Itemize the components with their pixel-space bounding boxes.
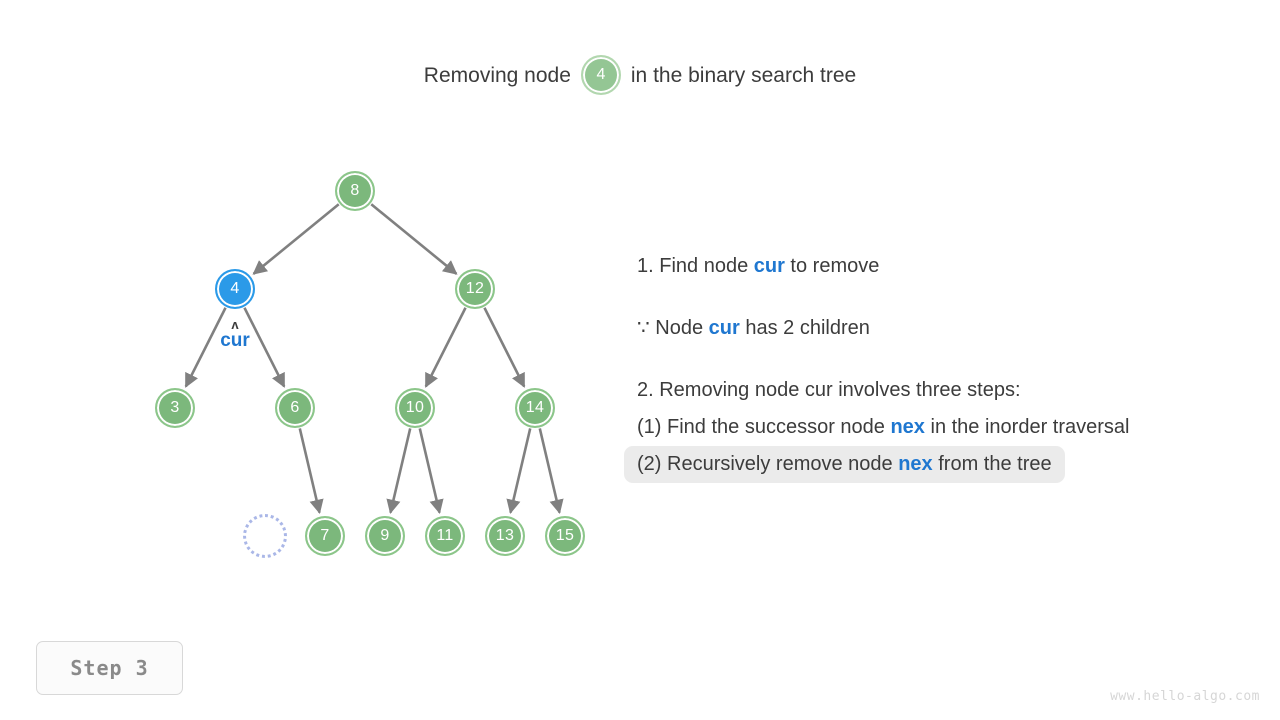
tree-edge-n12-n14 [483,307,526,388]
tree-node-3: 3 [155,388,195,428]
tree-edge-n8-n4 [252,203,340,275]
cur-caret-icon: ʌ [231,317,239,332]
tree-edges [184,203,564,515]
keyword-cur: cur [708,317,740,339]
explanation-line-3: 2. Removing node cur involves three step… [624,372,1034,409]
tree-node-9: 9 [365,516,405,556]
tree-node-13: 13 [485,516,525,556]
text-segment: (2) Recursively remove node [637,453,899,475]
page-title: Removing node 4 in the binary search tre… [0,55,1280,95]
tree-edge-n4-n3 [184,307,227,388]
tree-node-empty-placeholder [243,514,287,558]
watermark: www.hello-algo.com [1110,689,1260,704]
keyword-nex: nex [898,453,933,475]
text-segment: has 2 children [739,317,870,339]
tree-node-7: 7 [305,516,345,556]
explanation-panel: 1. Find node cur to remove ∵ Node cur has… [624,248,1257,483]
tree-edge-n10-n11 [418,428,444,515]
tree-edge-n6-n7 [298,428,324,515]
keyword-cur: cur [753,255,785,277]
keyword-nex: nex [890,416,925,438]
text-segment: 1. Find node [637,255,754,277]
tree-edge-n8-n12 [370,203,458,275]
tree-node-11: 11 [425,516,465,556]
tree-edge-n10-n9 [386,428,412,515]
tree-node-4: 4 [215,269,255,309]
tree-node-15: 15 [545,516,585,556]
tree-edge-n14-n13 [506,428,532,515]
tree-node-8: 8 [335,171,375,211]
tree-node-10: 10 [395,388,435,428]
explanation-line-5: (2) Recursively remove node nex from the… [624,446,1065,483]
text-segment: in the inorder traversal [924,416,1130,438]
tree-edge-n12-n10 [424,307,467,388]
title-suffix: in the binary search tree [630,63,857,87]
explanation-line-1: 1. Find node cur to remove [624,248,892,285]
tree-node-12: 12 [455,269,495,309]
tree-edge-n14-n15 [538,428,564,515]
title-node-badge: 4 [580,55,621,95]
cur-pointer: ʌ cur [195,317,275,352]
text-segment: (1) Find the successor node [637,416,891,438]
text-segment: 2. Removing node cur involves three step… [637,379,1021,401]
explanation-line-4: (1) Find the successor node nex in the i… [624,409,1142,446]
explanation-line-2: ∵ Node cur has 2 children [624,310,883,347]
text-segment: ∵ Node [637,317,709,339]
text-segment: to remove [784,255,880,277]
tree-edge-n4-n6 [243,307,286,388]
text-segment: from the tree [932,453,1052,475]
step-badge: Step 3 [36,641,183,695]
cur-pointer-label: cur [220,330,250,351]
tree-node-14: 14 [515,388,555,428]
tree-node-6: 6 [275,388,315,428]
title-prefix: Removing node [423,63,571,87]
